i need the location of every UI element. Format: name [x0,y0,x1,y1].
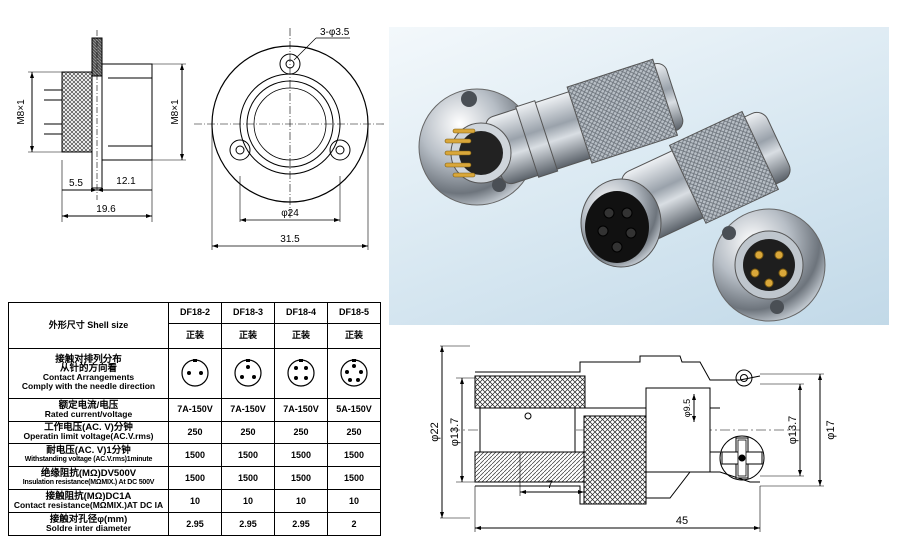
table-cell: 7A-150V [221,397,275,422]
dim-phi-13-7-right: φ13.7 [787,416,799,445]
table-cell: 5A-150V [327,397,381,422]
label-cn: 额定电流/电压 [58,399,119,411]
label-en: Soldre inter diameter [45,523,132,534]
label-cn: 接触对孔径φ(mm) [49,514,128,526]
label-en: Insulation resistance(MΩMIX.) At DC 500V [22,479,155,487]
dim-phi-17: φ17 [825,420,837,439]
table-row: 接触对排列分布 从针的方向看 Contact Arrangements Comp… [8,347,381,399]
dim-phi-13-7-left: φ13.7 [449,418,461,447]
table-cell: 2.95 [274,512,328,536]
label-cn: 耐电压(AC. V)1分钟 [46,445,131,457]
table-cell: 2.95 [168,512,222,536]
table-cell: 7A-150V [274,397,328,422]
dim-phi-9-5: φ9.5 [682,399,692,417]
dim-holes: 3-φ3.5 [320,27,350,38]
side-view-drawing: M8×1 M8×1 5.5 12.1 19.6 [16,30,186,222]
spec-table: 外形尺寸 Shell size DF18-2 DF18-3 DF18-4 DF1… [8,302,381,536]
contact-arrangement-label: 接触对排列分布 从针的方向看 Contact Arrangements Comp… [8,347,169,399]
pin-layout-5 [327,347,381,399]
table-cell: 1500 [221,466,275,491]
label-en: Rated current/voltage [44,408,133,419]
dim-31-5: 31.5 [280,234,300,245]
label-en: Comply with the needle direction [21,381,156,392]
label-cn: 接触对排列分布 [55,354,122,366]
table-cell: 10 [168,489,222,514]
dim-45: 45 [676,515,688,527]
table-cell: 10 [274,489,328,514]
label-cn: 接触阻抗(MΩ)DC1A [45,491,132,503]
row-label: 接触对孔径φ(mm)Soldre inter diameter [8,512,169,536]
product-photo [389,27,889,325]
table-cell: 250 [168,420,222,445]
table-cell: 1500 [274,466,328,491]
table-row: 接触对孔径φ(mm)Soldre inter diameter 2.95 2.9… [8,512,381,536]
table-cell: 1500 [327,466,381,491]
table-cell: 1500 [274,443,328,468]
table-cell: 10 [221,489,275,514]
dim-m8-right: M8×1 [170,99,181,125]
label-en: Contact Arrangements [42,372,135,383]
table-cell: 7A-150V [168,397,222,422]
label-en: Contact resistance(MΩMIX.)AT DC IA [13,500,164,511]
label-cn: 工作电压(AC. V)分钟 [44,422,133,434]
model-header: DF18-5 [327,302,381,324]
table-cell: 1500 [221,443,275,468]
plug-section-drawing: φ22 φ13.7 φ9.5 φ13.7 φ17 7 45 [429,345,837,532]
table-cell: 10 [327,489,381,514]
model-header: DF18-3 [221,302,275,324]
mount-type: 正装 [168,322,222,349]
mount-type: 正装 [327,322,381,349]
model-header: DF18-4 [274,302,328,324]
dim-5-5: 5.5 [69,178,83,189]
table-cell: 1500 [168,443,222,468]
front-view-drawing: 3-φ3.5 φ24 31.5 [194,27,386,250]
pin-layout-2 [168,347,222,399]
dim-19-6: 19.6 [96,204,116,215]
mount-type: 正装 [221,322,275,349]
dim-7: 7 [547,479,553,491]
table-cell: 250 [221,420,275,445]
pin-layout-4 [274,347,328,399]
table-cell: 250 [274,420,328,445]
label-cn: 从针的方向看 [59,363,117,375]
dim-m8-left: M8×1 [16,99,27,125]
label-cn: 绝缘阻抗(MΩ)DV500V [40,468,137,480]
label-en: Withstanding voltage (AC.V.rms)1minute [24,456,153,464]
table-cell: 2.95 [221,512,275,536]
dim-phi-22: φ22 [429,422,441,441]
dim-12-1: 12.1 [116,176,136,187]
table-cell: 1500 [327,443,381,468]
pin-layout-3 [221,347,275,399]
mount-type: 正装 [274,322,328,349]
table-cell: 2 [327,512,381,536]
dim-phi-24: φ24 [281,208,299,219]
model-header: DF18-2 [168,302,222,324]
label-en: Operatin limit voltage(AC.V.rms) [23,431,154,442]
table-cell: 1500 [168,466,222,491]
table-cell: 250 [327,420,381,445]
shell-size-label: 外形尺寸 Shell size [8,302,169,349]
